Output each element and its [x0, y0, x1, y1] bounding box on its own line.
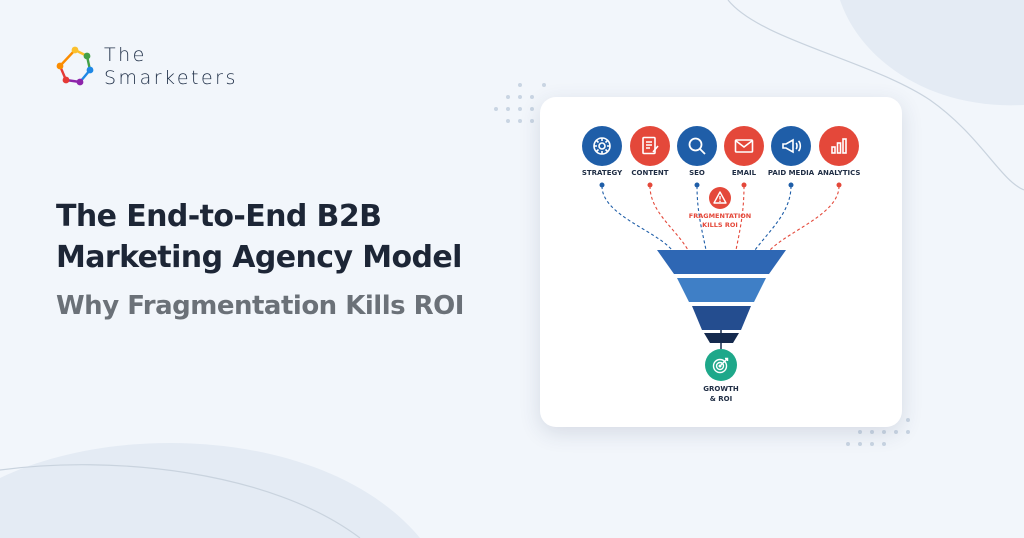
- connector-analytics: [769, 185, 840, 251]
- brand-name-line1: The: [104, 44, 147, 66]
- growth-label-line2: & ROI: [709, 395, 733, 403]
- page-subtitle: Why Fragmentation Kills ROI: [56, 291, 464, 321]
- growth-label-line1: GROWTH: [703, 385, 739, 393]
- connector-dot-analytics: [836, 182, 842, 188]
- content-document-icon: [642, 136, 659, 155]
- warning-triangle-icon: [709, 187, 731, 209]
- connector-seo: [696, 185, 707, 251]
- paid-media-megaphone-icon: [782, 138, 802, 154]
- page-title: The End-to-End B2B Marketing Agency Mode…: [56, 196, 462, 278]
- funnel-tier-3: [692, 306, 751, 330]
- connector-dot-strategy: [599, 182, 605, 188]
- bottom-left-blob: [0, 442, 420, 538]
- channel-label-analytics: ANALYTICS: [817, 169, 861, 177]
- bottom-left-arc: [0, 464, 361, 538]
- channel-strategy: [582, 126, 622, 166]
- top-right-blob: [840, 0, 1024, 106]
- email-envelope-icon: [734, 139, 754, 153]
- warning-label-line1: FRAGMENTATION: [688, 212, 752, 220]
- channel-content: [630, 126, 670, 166]
- channel-label-seo: SEO: [689, 169, 705, 177]
- connector-email: [735, 185, 745, 251]
- top-right-arc: [727, 0, 1024, 191]
- channel-paid-media: [771, 126, 811, 166]
- growth-badge: [705, 349, 737, 381]
- channel-label-content: CONTENT: [631, 169, 669, 177]
- brand-name-line2: Smarketers: [104, 67, 238, 89]
- brand-name: The Smarketers: [104, 44, 238, 90]
- connector-paid-media: [754, 185, 792, 251]
- dot-pattern-top: [494, 83, 546, 123]
- channel-label-email: EMAIL: [731, 169, 757, 177]
- channel-label-strategy: STRATEGY: [581, 169, 623, 177]
- connector-dot-seo: [694, 182, 700, 188]
- funnel-tier-2: [677, 278, 766, 302]
- channel-email: [724, 126, 764, 166]
- target-icon: [712, 357, 729, 374]
- strategy-gears-icon: [593, 137, 611, 155]
- page-title-line2: Marketing Agency Model: [56, 240, 462, 275]
- connector-content: [649, 185, 689, 251]
- warning-label: FRAGMENTATION KILLS ROI: [660, 212, 780, 230]
- funnel-tier-1: [657, 250, 786, 274]
- connector-dot-email: [741, 182, 747, 188]
- growth-label: GROWTH & ROI: [680, 384, 762, 404]
- connector-dot-paid-media: [788, 182, 794, 188]
- connector-strategy: [601, 185, 673, 251]
- analytics-bar-chart-icon: [831, 138, 847, 154]
- brand-logo[interactable]: The Smarketers: [54, 44, 238, 90]
- channel-label-paid-media: PAID MEDIA: [767, 169, 815, 177]
- connector-dot-content: [647, 182, 653, 188]
- channel-seo: [677, 126, 717, 166]
- warning-badge: [709, 187, 731, 209]
- seo-magnifier-icon: [688, 137, 706, 155]
- warning-label-line2: KILLS ROI: [702, 221, 738, 229]
- channel-analytics: [819, 126, 859, 166]
- smarketers-logo-icon: [56, 46, 94, 86]
- page-title-line1: The End-to-End B2B: [56, 199, 382, 234]
